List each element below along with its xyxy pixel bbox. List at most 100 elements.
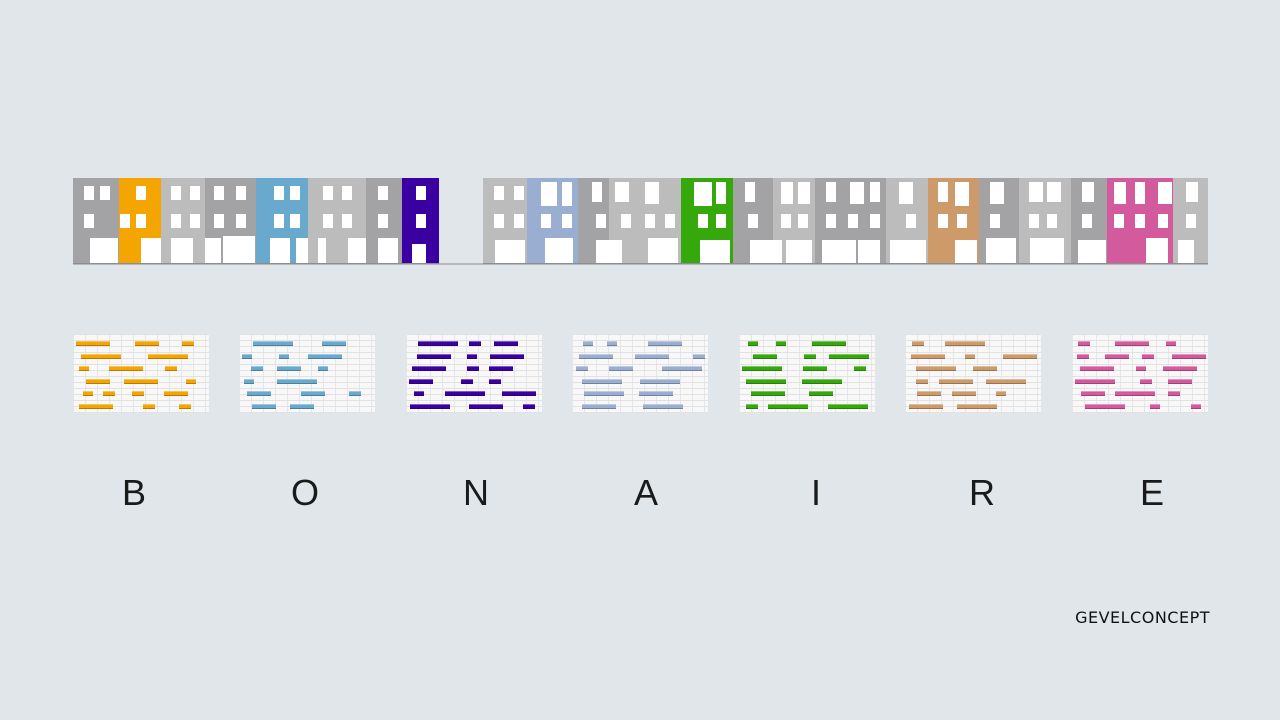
accent-brick bbox=[643, 403, 683, 409]
accent-brick bbox=[409, 378, 433, 384]
accent-brick bbox=[290, 403, 314, 409]
window-middle-34 bbox=[1029, 214, 1039, 228]
accent-brick bbox=[251, 366, 263, 371]
accent-brick bbox=[640, 378, 680, 384]
accent-brick bbox=[445, 391, 485, 396]
ground-opening-21 bbox=[890, 240, 926, 264]
accent-brick bbox=[1078, 341, 1090, 346]
window-middle-29 bbox=[870, 214, 880, 228]
ground-opening-19 bbox=[822, 240, 856, 264]
window-upper-16 bbox=[541, 182, 557, 206]
window-middle-14 bbox=[494, 214, 504, 228]
window-upper-7 bbox=[236, 186, 246, 200]
accent-brick bbox=[1150, 403, 1160, 409]
accent-brick bbox=[301, 391, 325, 396]
accent-brick bbox=[911, 353, 945, 359]
window-middle-3 bbox=[136, 214, 146, 228]
accent-brick bbox=[639, 391, 673, 396]
window-middle-24 bbox=[748, 214, 758, 228]
window-upper-33 bbox=[1029, 182, 1043, 202]
window-middle-12 bbox=[378, 214, 388, 228]
window-middle-40 bbox=[1186, 214, 1196, 228]
accent-brick bbox=[182, 341, 194, 346]
ground-opening-26 bbox=[1146, 238, 1168, 264]
title-letter: I bbox=[810, 472, 821, 513]
window-upper-28 bbox=[870, 182, 880, 202]
window-middle-32 bbox=[957, 214, 967, 228]
ground-opening-23 bbox=[986, 238, 1016, 264]
accent-brick bbox=[909, 403, 943, 409]
ground-opening-16 bbox=[700, 240, 730, 264]
window-middle-37 bbox=[1114, 214, 1124, 228]
accent-brick bbox=[1077, 353, 1089, 359]
accent-brick bbox=[418, 341, 458, 346]
accent-brick bbox=[965, 353, 975, 359]
accent-brick bbox=[461, 378, 473, 384]
ground-opening-22 bbox=[955, 240, 977, 264]
accent-brick bbox=[945, 341, 985, 346]
window-middle-18 bbox=[596, 214, 606, 228]
window-upper-14 bbox=[494, 186, 504, 200]
title-letter: A bbox=[633, 472, 658, 513]
title-letter: N bbox=[463, 472, 489, 513]
window-upper-36 bbox=[1114, 182, 1126, 204]
window-upper-26 bbox=[826, 182, 836, 202]
accent-brick bbox=[469, 403, 503, 409]
accent-brick bbox=[582, 403, 616, 409]
window-upper-38 bbox=[1158, 182, 1172, 204]
accent-brick bbox=[1136, 366, 1146, 371]
window-middle-8 bbox=[274, 214, 284, 228]
accent-brick bbox=[916, 378, 928, 384]
accent-brick bbox=[489, 366, 513, 371]
accent-brick bbox=[746, 403, 758, 409]
brick-swatch-2 bbox=[239, 334, 375, 413]
ground-opening-1 bbox=[90, 238, 118, 264]
accent-brick bbox=[748, 341, 758, 346]
accent-brick bbox=[494, 341, 518, 346]
accent-brick bbox=[148, 353, 188, 359]
accent-brick bbox=[579, 353, 613, 359]
accent-brick bbox=[809, 391, 833, 396]
accent-brick bbox=[912, 341, 924, 346]
window-middle-21 bbox=[665, 214, 675, 228]
accent-brick bbox=[179, 403, 191, 409]
ground-opening-4 bbox=[205, 238, 221, 264]
accent-brick bbox=[244, 378, 254, 384]
window-upper-37 bbox=[1135, 182, 1145, 204]
accent-brick bbox=[1140, 378, 1152, 384]
accent-brick bbox=[79, 403, 113, 409]
accent-brick bbox=[583, 341, 593, 346]
accent-brick bbox=[86, 378, 110, 384]
accent-brick bbox=[523, 403, 535, 409]
window-upper-22 bbox=[716, 182, 726, 204]
accent-brick bbox=[414, 391, 424, 396]
accent-brick bbox=[489, 378, 501, 384]
ground-line-right bbox=[483, 263, 1208, 265]
window-middle-22 bbox=[698, 214, 708, 228]
accent-brick bbox=[417, 353, 451, 359]
accent-brick bbox=[1168, 391, 1180, 396]
brand-label: GEVELCONCEPT bbox=[1075, 608, 1210, 627]
ground-opening-17 bbox=[750, 240, 782, 264]
ground-opening-2 bbox=[141, 238, 161, 264]
window-middle-30 bbox=[906, 214, 916, 228]
accent-brick bbox=[83, 391, 93, 396]
accent-brick bbox=[467, 366, 479, 371]
accent-brick bbox=[1115, 341, 1149, 346]
accent-brick bbox=[318, 366, 328, 371]
accent-brick bbox=[143, 403, 155, 409]
brick-swatch-6 bbox=[905, 334, 1041, 413]
window-upper-8 bbox=[274, 186, 284, 200]
window-middle-33 bbox=[990, 214, 1000, 228]
window-upper-9 bbox=[290, 186, 300, 200]
ground-opening-25 bbox=[1078, 240, 1106, 264]
window-middle-17 bbox=[562, 214, 572, 228]
window-middle-36 bbox=[1082, 214, 1092, 228]
ground-opening-7 bbox=[296, 238, 308, 264]
accent-brick bbox=[986, 378, 1026, 384]
accent-brick bbox=[776, 341, 786, 346]
window-upper-20 bbox=[645, 182, 659, 204]
brick-swatch-1 bbox=[73, 334, 209, 413]
accent-brick bbox=[253, 341, 293, 346]
window-upper-6 bbox=[214, 186, 224, 200]
